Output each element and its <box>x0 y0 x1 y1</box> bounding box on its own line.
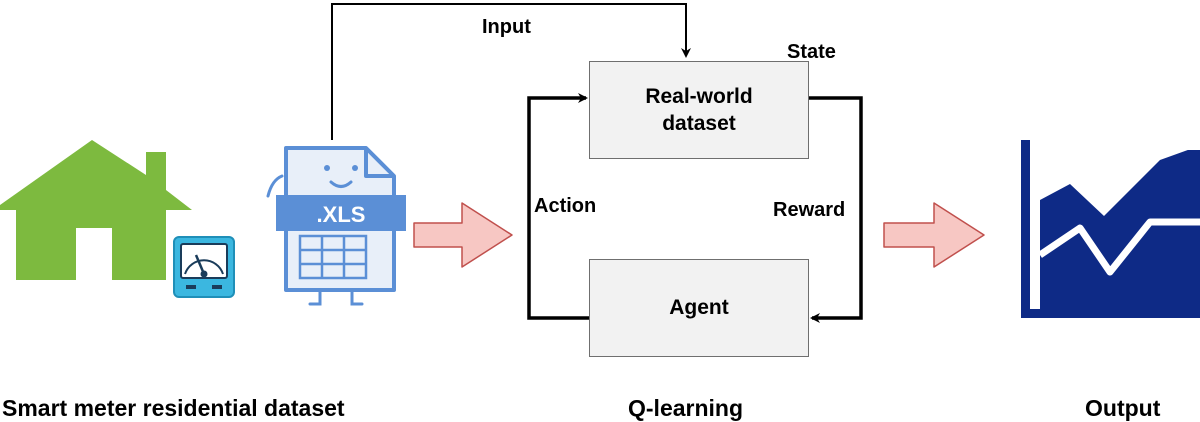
area-chart-icon <box>1021 140 1200 318</box>
agent-box: Agent <box>589 259 809 357</box>
caption-output: Output <box>1085 395 1161 421</box>
action-arrow <box>527 93 590 320</box>
xls-extension-label: .XLS <box>317 202 366 227</box>
block-arrow-to-output <box>883 202 985 268</box>
house-icon <box>0 140 192 280</box>
caption-q-learning: Q-learning <box>628 395 744 421</box>
action-label: Action <box>534 195 597 217</box>
input-arrow <box>331 3 691 140</box>
real-world-dataset-label: Real-world dataset <box>645 84 753 135</box>
caption-smart-meter-dataset: Smart meter residential dataset <box>2 395 345 421</box>
block-arrow-to-qlearning <box>413 202 513 268</box>
real-world-dataset-box: Real-world dataset <box>589 61 809 159</box>
reward-arrow <box>808 96 863 323</box>
smart-meter-icon <box>173 236 235 298</box>
xls-file-icon: .XLS <box>266 146 406 306</box>
reward-label: Reward <box>773 199 846 221</box>
agent-label: Agent <box>669 296 729 320</box>
input-label: Input <box>482 16 531 38</box>
state-label: State <box>787 41 836 63</box>
